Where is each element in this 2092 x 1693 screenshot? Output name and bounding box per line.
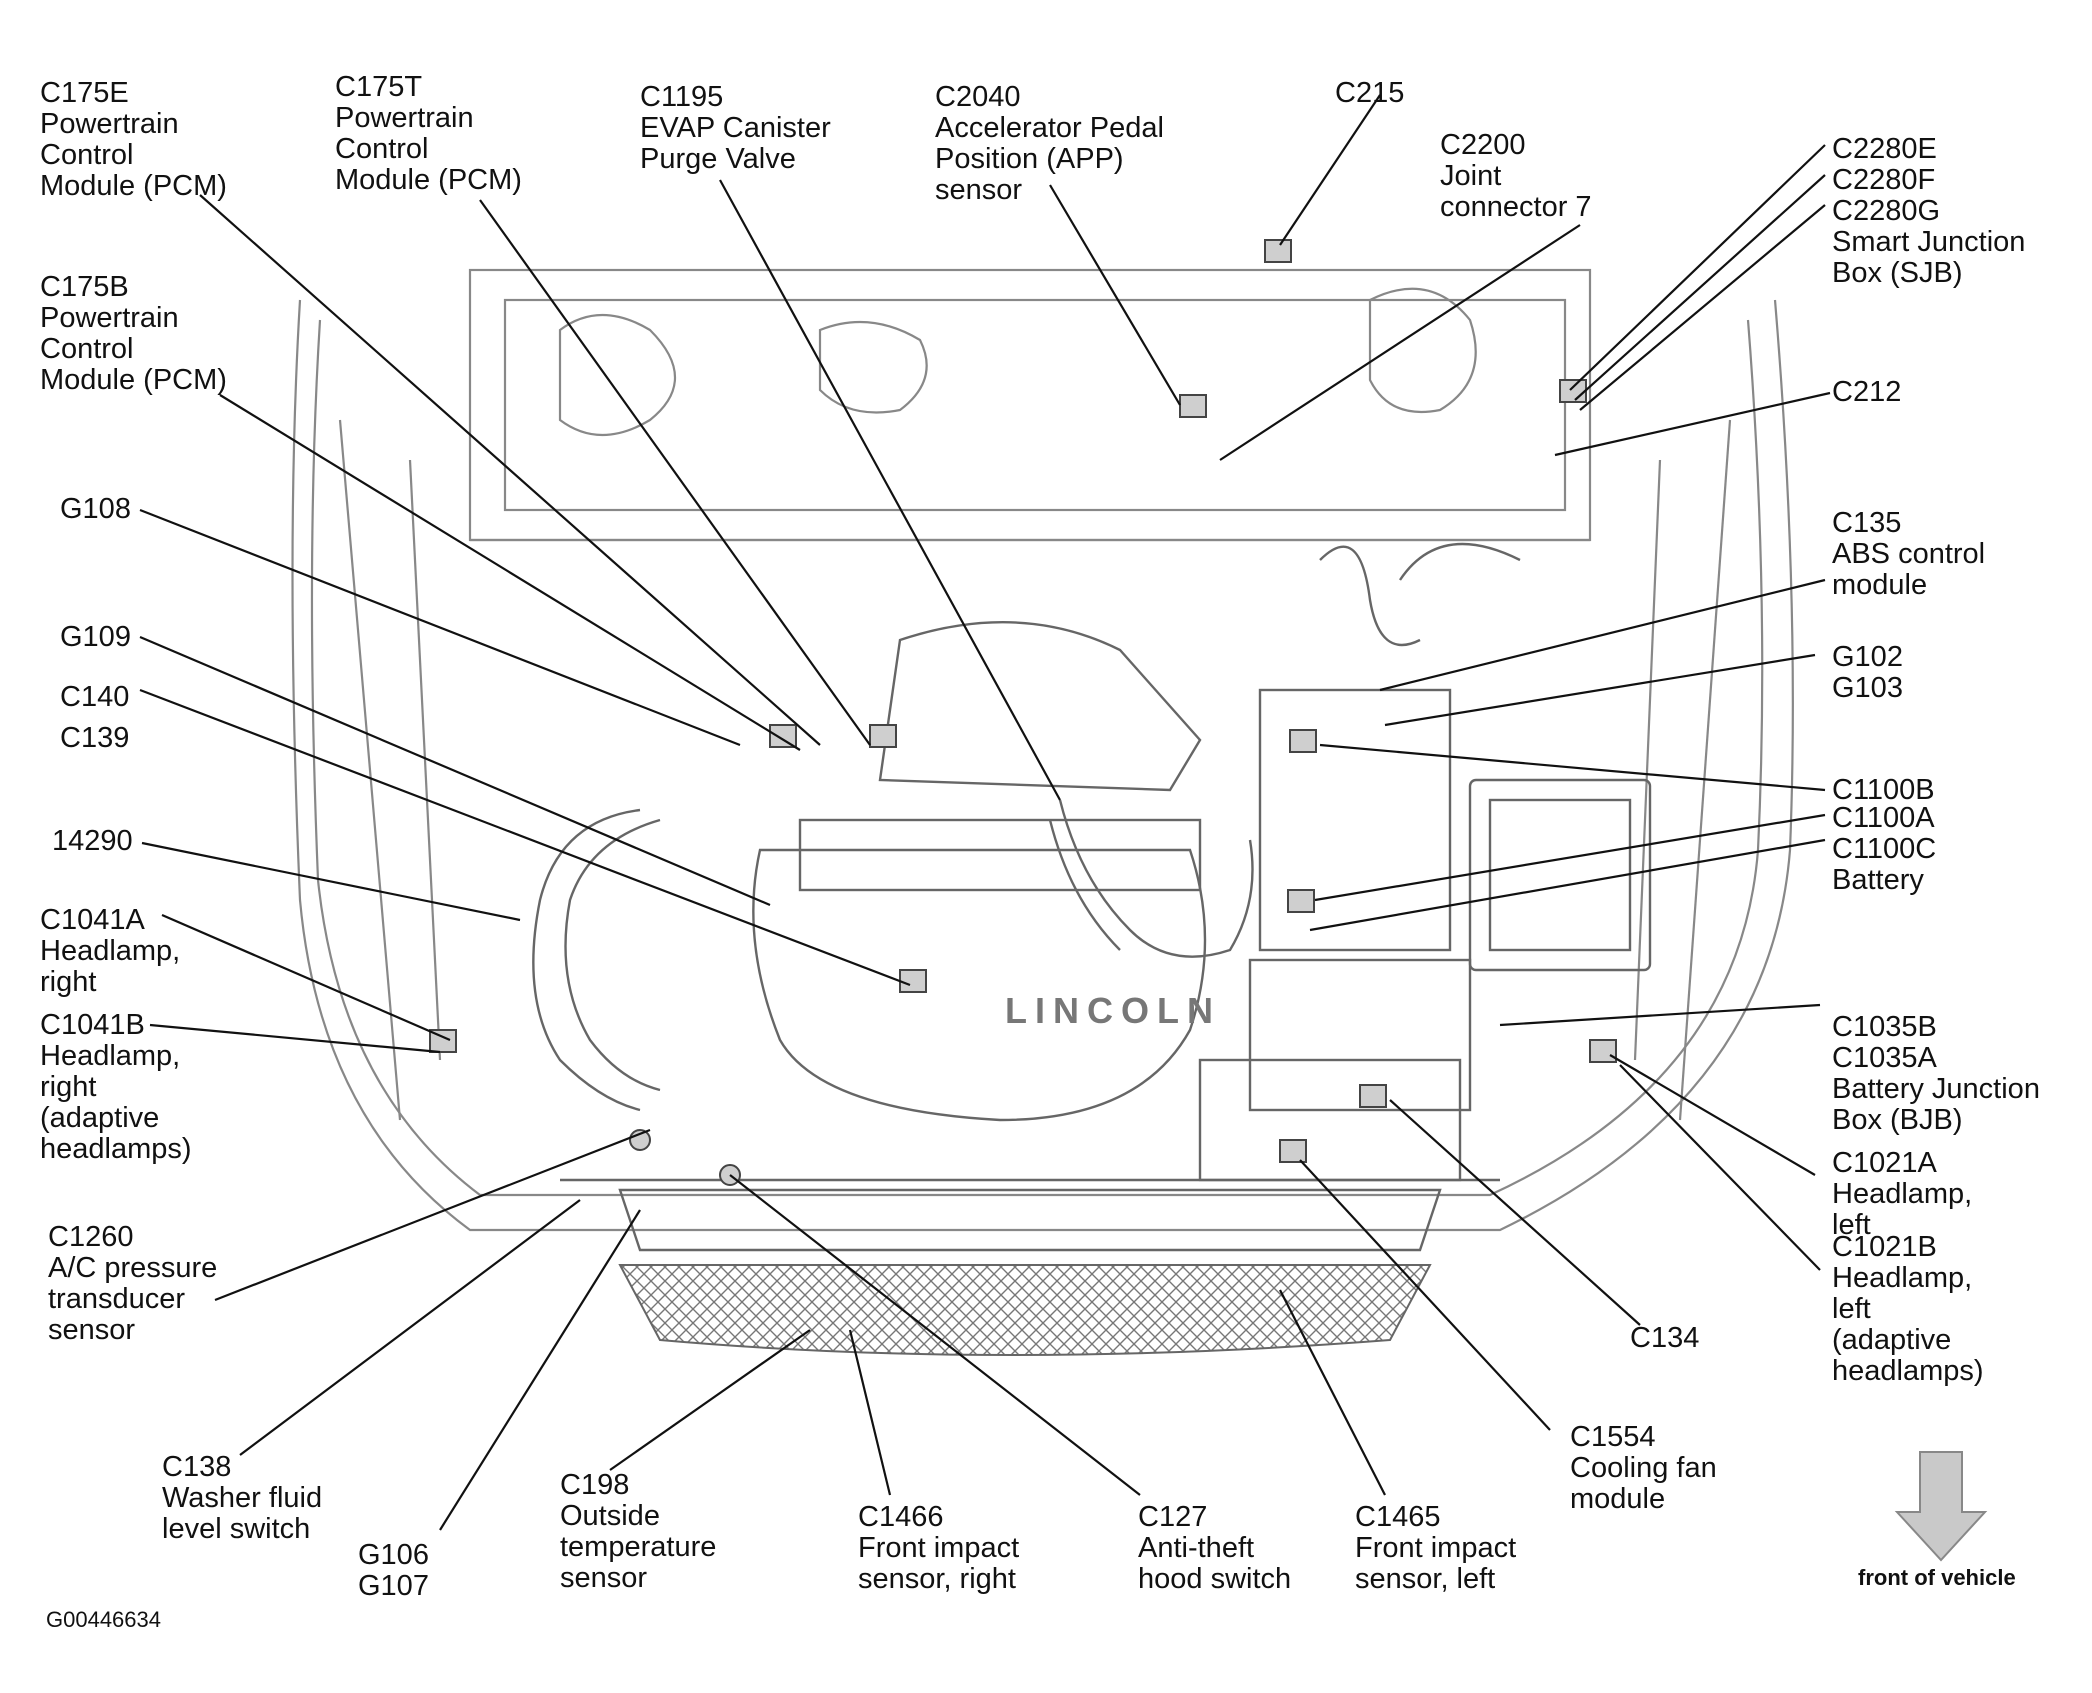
label-c2040: C2040 Accelerator Pedal Position (APP) s…	[935, 81, 1164, 206]
label-c1195: C1195 EVAP Canister Purge Valve	[640, 81, 831, 175]
label-c1021b: C1021B Headlamp, left (adaptive headlamp…	[1832, 1231, 1984, 1387]
label-c2200: C2200 Joint connector 7	[1440, 129, 1592, 223]
label-c2280: C2280E C2280F C2280G Smart Junction Box …	[1832, 133, 2026, 289]
label-g102: G102 G103	[1832, 641, 1903, 704]
label-14290: 14290	[52, 825, 133, 857]
engine-badge: LINCOLN	[1005, 990, 1221, 1031]
label-c1100c: C1100C Battery	[1832, 833, 1937, 896]
label-c140: C140	[60, 681, 130, 713]
label-c175t: C175T Powertrain Control Module (PCM)	[335, 71, 522, 196]
label-c1035: C1035B C1035A Battery Junction Box (BJB)	[1832, 1011, 2040, 1136]
connector-markers	[429, 239, 1617, 1186]
label-c175b: C175B Powertrain Control Module (PCM)	[40, 271, 227, 396]
label-g109: G109	[60, 621, 131, 653]
label-c139: C139	[60, 722, 130, 754]
label-g106: G106 G107	[358, 1539, 429, 1602]
vehicle-body-outline	[291, 268, 1794, 1232]
label-c212: C212	[1832, 376, 1902, 408]
label-c1465: C1465 Front impact sensor, left	[1355, 1501, 1517, 1595]
label-c127: C127 Anti-theft hood switch	[1138, 1501, 1292, 1595]
label-c135: C135 ABS control module	[1832, 507, 1986, 601]
label-g108: G108	[60, 493, 131, 525]
label-c1260: C1260 A/C pressure transducer sensor	[48, 1221, 218, 1346]
label-c215: C215	[1335, 77, 1405, 109]
label-c175e: C175E Powertrain Control Module (PCM)	[40, 77, 227, 202]
label-c1041b: C1041B Headlamp, right (adaptive headlam…	[40, 1009, 192, 1165]
leader-lines	[139, 94, 1831, 1531]
engine-assembly	[532, 542, 1652, 1252]
front-arrow-icon	[1894, 1451, 1988, 1562]
label-c1100b: C1100B	[1832, 774, 1935, 806]
label-c198: C198 Outside temperature sensor	[560, 1469, 717, 1594]
label-c1100a: C1100A	[1832, 802, 1935, 834]
label-c138: C138 Washer fluid level switch	[162, 1451, 323, 1545]
front-grille	[618, 1264, 1432, 1356]
figure-id: G00446634	[46, 1607, 161, 1632]
label-c1021a: C1021A Headlamp, left	[1832, 1147, 1973, 1241]
front-of-vehicle-label: front of vehicle	[1858, 1565, 2016, 1590]
label-c1041a: C1041A Headlamp, right	[40, 904, 181, 998]
label-c1554: C1554 Cooling fan module	[1570, 1421, 1717, 1515]
label-c134: C134	[1630, 1322, 1700, 1354]
label-c1466: C1466 Front impact sensor, right	[858, 1501, 1020, 1595]
